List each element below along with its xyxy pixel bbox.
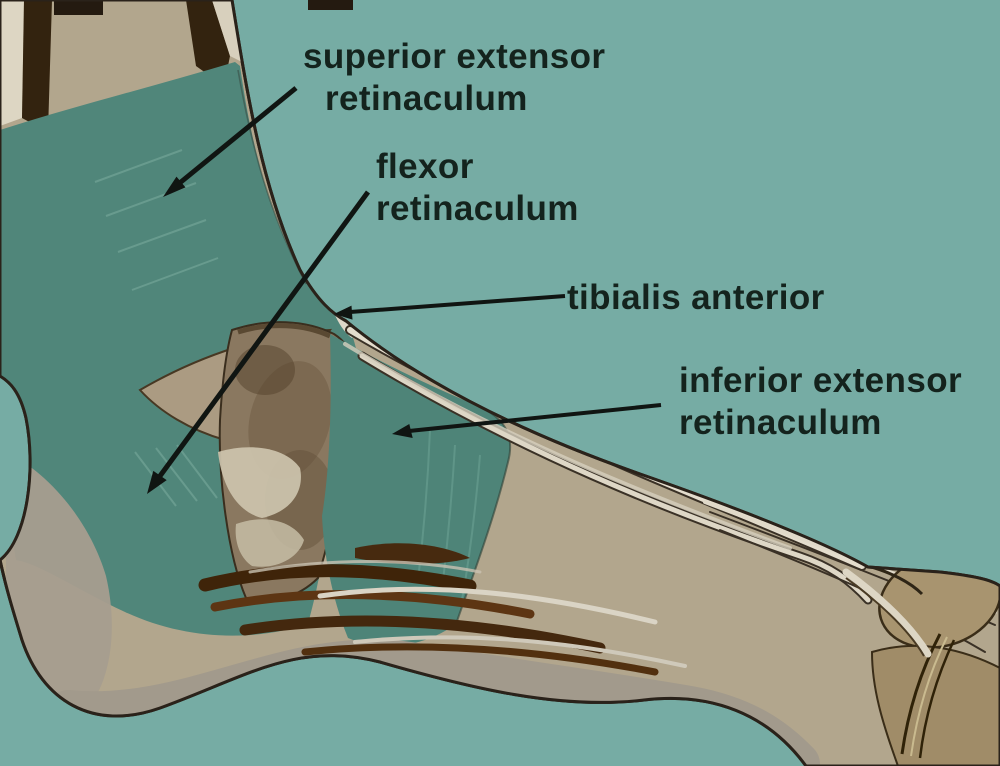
label-line: retinaculum <box>325 79 528 118</box>
label-line: retinaculum <box>376 189 579 228</box>
extensor-hallucis-tendon <box>842 568 932 658</box>
label-line: retinaculum <box>679 403 882 442</box>
bone-patch-upper <box>218 447 301 518</box>
label-tibialis-anterior: tibialis anterior <box>567 277 825 319</box>
heel-region <box>6 452 112 719</box>
label-line: superior extensor <box>303 37 606 76</box>
arrow-inferior-extensor-retinaculum <box>392 403 662 438</box>
pointer-arrows <box>147 86 662 494</box>
label-line: inferior extensor <box>679 361 962 400</box>
arrow-superior-extensor-retinaculum <box>163 86 298 197</box>
leg-muscle-stripe-right <box>186 0 230 86</box>
bone-patch-lower <box>235 519 304 567</box>
arrow-flexor-retinaculum <box>147 190 371 494</box>
label-line: tibialis anterior <box>567 278 825 317</box>
cropped-mark-right <box>308 0 353 10</box>
toe-crease-line <box>900 633 942 755</box>
big-toe <box>842 550 1000 766</box>
label-superior-extensor-retinaculum: superior extensor retinaculum <box>303 36 605 120</box>
leg-skin-edge-right <box>212 0 242 62</box>
label-flexor-retinaculum: flexor retinaculum <box>376 146 579 230</box>
cropped-mark-left <box>54 0 103 15</box>
toe-crease-line <box>918 639 956 759</box>
arrow-tibialis-anterior <box>334 294 566 320</box>
label-line: flexor <box>376 147 474 186</box>
label-inferior-extensor-retinaculum: inferior extensor retinaculum <box>679 360 962 444</box>
leg-muscle-stripe-left <box>22 0 52 132</box>
leg-skin-edge-left <box>0 0 24 126</box>
fascia-striations <box>94 149 219 507</box>
plantar-muscle-fibers <box>198 543 687 676</box>
